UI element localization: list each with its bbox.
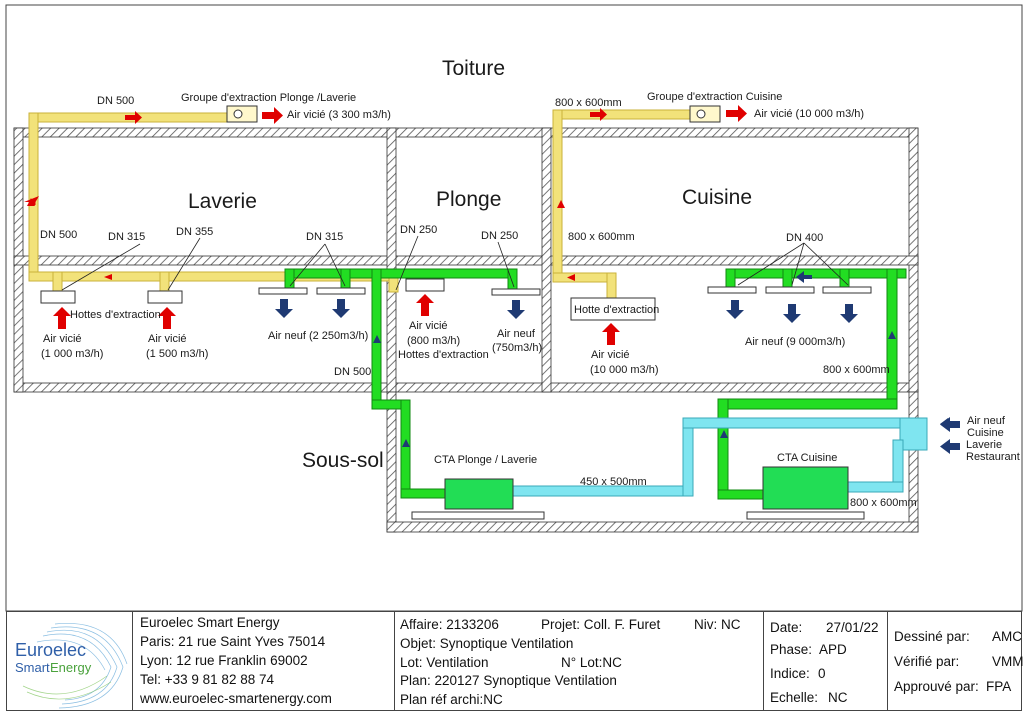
dn250-b-label: DN 250 [481, 230, 518, 242]
hotte-cuisine-label: Hotte d'extraction [574, 304, 659, 316]
indice-value: 0 [818, 666, 826, 681]
cta-cuisine-unit [762, 466, 849, 510]
logo-euro: Euroelec [15, 640, 87, 660]
plonge-label: Plonge [436, 188, 501, 211]
verifie-value: VMM [992, 654, 1024, 669]
dn500-bottom-label: DN 500 [334, 366, 371, 378]
air-vicie-3300-label: Air vicié (3 300 m3/h) [287, 109, 391, 121]
outdoor-air-duct [511, 417, 928, 497]
dn500-top-label: DN 500 [97, 95, 134, 107]
phase-label: Phase: [770, 642, 813, 657]
projet: Projet: Coll. F. Furet [541, 617, 661, 632]
website: www.euroelec-smartenergy.com [140, 691, 332, 706]
air-neuf-750-b: (750m3/h) [492, 342, 542, 354]
address-paris: Paris: 21 rue Saint Yves 75014 [140, 634, 326, 649]
affaire: Affaire: 2133206 [400, 617, 499, 632]
dn250-a-label: DN 250 [400, 224, 437, 236]
size-800-600-bottom-label: 800 x 600mm [850, 497, 917, 509]
approval-cell: Dessiné par: AMC Vérifié par: VMM Approu… [888, 612, 1024, 710]
verifie-label: Vérifié par: [894, 654, 960, 669]
logo-energy: Energy [50, 660, 92, 675]
echelle-label: Echelle: [770, 690, 819, 705]
hottes-laverie-label: Hottes d'extraction [70, 309, 161, 321]
air-vicie-800-b: (800 m3/h) [407, 335, 460, 347]
date-label: Date: [770, 620, 803, 635]
dn400-leader-lines [61, 235, 849, 291]
air-neuf-side-1: Air neuf [967, 415, 1006, 427]
air-vicie-1000-b: (1 000 m3/h) [41, 348, 103, 360]
size-800-600-right-label: 800 x 600mm [823, 364, 890, 376]
objet: Objet: Synoptique Ventilation [400, 636, 574, 651]
air-vicie-800-a: Air vicié [409, 320, 448, 332]
air-neuf-750-a: Air neuf [497, 328, 536, 340]
basement-label: Sous-sol [302, 449, 384, 472]
size-800-600-top-label: 800 x 600mm [555, 97, 622, 109]
echelle-value: NC [828, 690, 848, 705]
logo-cell: Euroelec Smart Energy [7, 612, 133, 710]
size-800-600-cuisine-label: 800 x 600mm [568, 231, 635, 243]
cta-cuisine-label: CTA Cuisine [777, 452, 837, 464]
air-vicie-1500-a: Air vicié [148, 333, 187, 345]
approuve-value: FPA [986, 679, 1012, 694]
logo-smart: Smart [15, 660, 50, 675]
dn400-label: DN 400 [786, 232, 823, 244]
date-cell: Date: 27/01/22 Phase: APD Indice: 0 Eche… [764, 612, 888, 710]
hottes-plonge-label: Hottes d'extraction [398, 349, 489, 361]
dn500-left-label: DN 500 [40, 229, 77, 241]
air-vicie-1500-b: (1 500 m3/h) [146, 348, 208, 360]
dn315-b-label: DN 315 [306, 231, 343, 243]
approuve-label: Approuvé par: [894, 679, 979, 694]
dessine-label: Dessiné par: [894, 629, 970, 644]
size-450-500-label: 450 x 500mm [580, 476, 647, 488]
extract-flow-arrows [24, 108, 607, 281]
company-cell: Euroelec Smart Energy Paris: 21 rue Sain… [133, 612, 395, 710]
air-neuf-side-3: Laverie [966, 439, 1002, 451]
logo-swoosh [22, 622, 128, 709]
cuisine-label: Cuisine [682, 186, 752, 209]
company-name: Euroelec Smart Energy [140, 615, 280, 630]
address-lyon: Lyon: 12 rue Franklin 69002 [140, 653, 308, 668]
fresh-flow-arrows [275, 271, 960, 454]
air-neuf-9000-label: Air neuf (9 000m3/h) [745, 336, 845, 348]
dn315-a-label: DN 315 [108, 231, 145, 243]
walls [13, 127, 919, 533]
ventilation-diagram: Toiture Sous-sol Laverie Plonge Cuisine … [5, 4, 1023, 612]
roof-label: Toiture [442, 57, 505, 80]
cta-plonge-unit [444, 478, 514, 510]
laverie-label: Laverie [188, 190, 257, 213]
equipment [40, 105, 872, 520]
air-neuf-side-2: Cuisine [967, 427, 1004, 439]
phase-value: APD [819, 642, 847, 657]
plan-ref-archi: Plan réf archi:NC [400, 692, 503, 707]
group-plonge-label: Groupe d'extraction Plonge /Laverie [181, 92, 356, 104]
telephone: Tel: +33 9 81 82 88 74 [140, 672, 274, 687]
air-vicie-10000-a: Air vicié [591, 349, 630, 361]
niveau: Niv: NC [694, 617, 741, 632]
air-neuf-side-4: Restaurant [966, 451, 1020, 463]
project-cell: Affaire: 2133206 Projet: Coll. F. Furet … [395, 612, 764, 710]
air-vicie-1000-a: Air vicié [43, 333, 82, 345]
indice-label: Indice: [770, 666, 810, 681]
extract-big-arrows [53, 105, 747, 345]
cta-plonge-label: CTA Plonge / Laverie [434, 454, 537, 466]
air-vicie-10000-top-label: Air vicié (10 000 m3/h) [754, 108, 864, 120]
lot: Lot: Ventilation [400, 655, 489, 670]
air-vicie-10000-b: (10 000 m3/h) [590, 364, 658, 376]
air-neuf-2250-label: Air neuf (2 250m3/h) [268, 330, 368, 342]
dessine-value: AMC [992, 629, 1022, 644]
numero-lot: N° Lot:NC [561, 655, 622, 670]
dn355-label: DN 355 [176, 226, 213, 238]
plan: Plan: 220127 Synoptique Ventilation [400, 673, 617, 688]
date-value: 27/01/22 [826, 620, 879, 635]
hotte-cuisine-box [570, 297, 656, 321]
title-block: Euroelec Smart Energy Euroelec Smart Ene… [6, 611, 1024, 711]
group-cuisine-label: Groupe d'extraction Cuisine [647, 91, 782, 103]
